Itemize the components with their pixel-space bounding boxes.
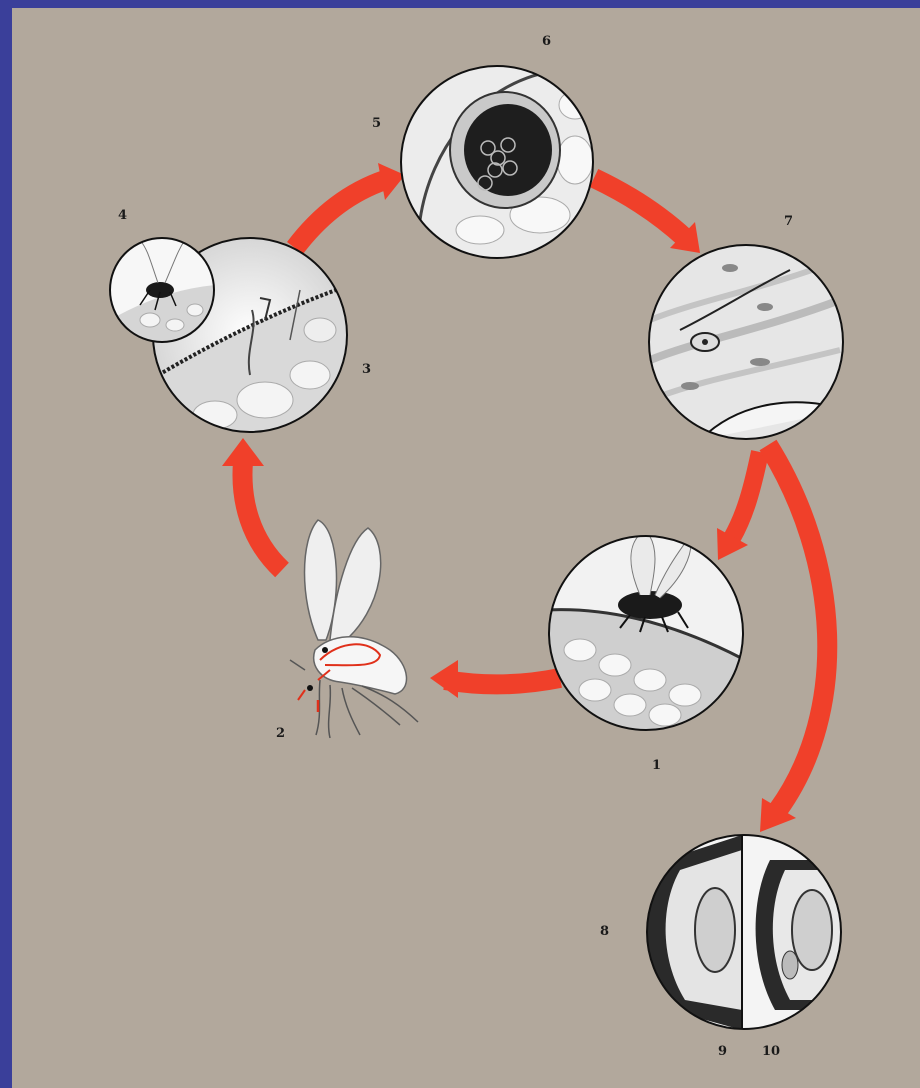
label-stage-1: 1 (652, 758, 661, 773)
stage-6-nodule-circle (401, 66, 593, 258)
arrow-1-to-2 (430, 660, 560, 698)
label-stage-10: 10 (762, 1044, 780, 1059)
arrow-6-to-7 (594, 178, 700, 253)
arrow-2-to-3 (222, 438, 282, 570)
arrow-7-to-1 (717, 452, 760, 560)
label-stage-9: 9 (718, 1044, 727, 1059)
label-stage-5: 5 (372, 116, 381, 131)
label-stage-7: 7 (784, 214, 793, 229)
label-stage-2: 2 (276, 726, 285, 741)
stage-7-tissue-circle (649, 245, 845, 440)
stage-1-circle (545, 530, 745, 740)
label-stage-8: 8 (600, 924, 609, 939)
label-stage-4: 4 (118, 208, 127, 223)
label-stage-6: 6 (542, 34, 551, 49)
arrow-7-to-8 (760, 445, 827, 832)
label-stage-3: 3 (362, 362, 371, 377)
stage-8-eye-circle (647, 835, 842, 1030)
stage-2-fly (290, 520, 418, 738)
arrow-3-to-5 (295, 163, 405, 248)
